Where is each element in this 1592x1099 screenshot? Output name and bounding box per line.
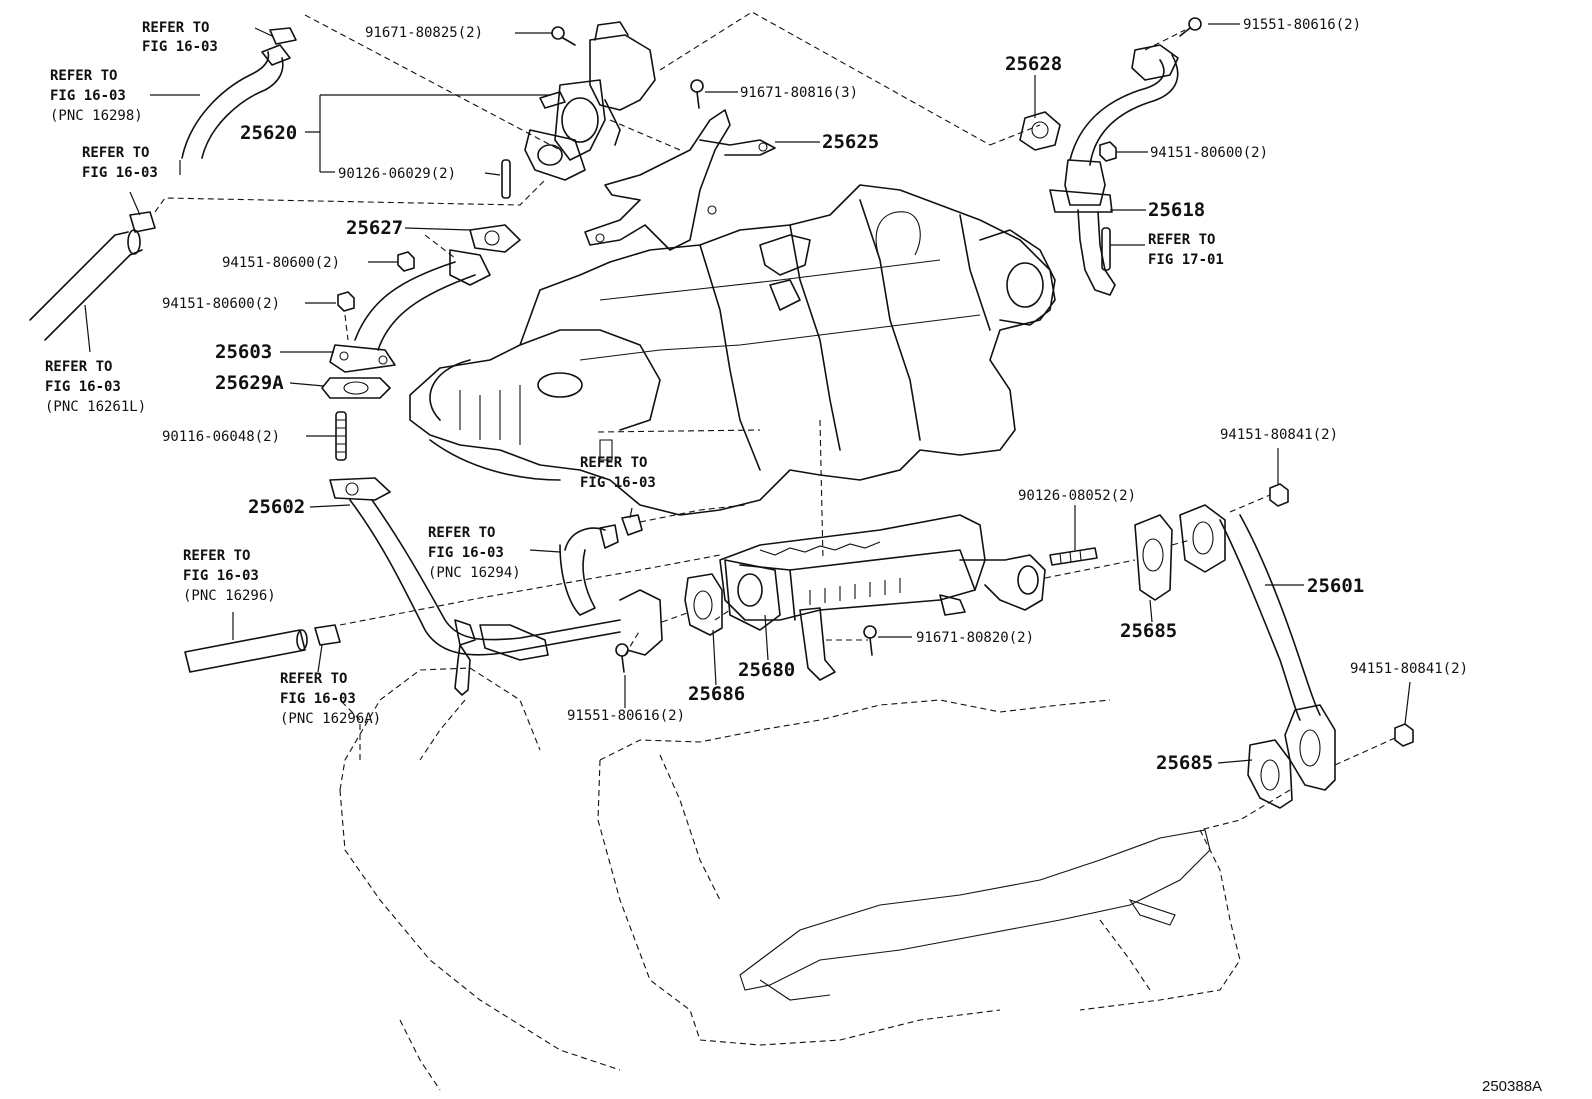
clamp-center — [621, 514, 643, 536]
callout-refer-to: REFER TO — [183, 548, 250, 564]
callout-fig: FIG 16-03 — [142, 39, 218, 55]
part-number: 94151-80600(2) — [222, 255, 340, 271]
egr-pipe-25601 — [1179, 504, 1336, 791]
part-ref: 25628 — [1005, 53, 1062, 75]
callout-refer-to: REFER TO — [280, 671, 347, 687]
part-number: 91551-80616(2) — [1243, 17, 1361, 33]
part-number: 94151-80600(2) — [1150, 145, 1268, 161]
stud-90116 — [335, 411, 347, 461]
bracket-25625 — [584, 109, 776, 251]
gasket-25629a — [321, 377, 391, 399]
callout-fig: FIG 16-03 — [45, 379, 121, 395]
engine-block — [339, 667, 1241, 1091]
callout-fig: FIG 17-01 — [1148, 252, 1224, 268]
callout-refer-to: REFER TO — [1148, 232, 1215, 248]
egr-cooler — [719, 514, 1046, 681]
hose-16294 — [559, 524, 619, 616]
gasket-25685-upper — [1134, 514, 1173, 601]
callout-fig: FIG 16-03 — [580, 475, 656, 491]
hoses-upper-left — [29, 27, 297, 341]
part-number: 91671-80825(2) — [365, 25, 483, 41]
leader-lines — [84, 23, 1411, 764]
part-number: 94151-80841(2) — [1220, 427, 1338, 443]
callout-pnc: (PNC 16261L) — [45, 399, 146, 415]
fasteners — [337, 17, 1414, 747]
egr-pipe-25603 — [329, 224, 521, 373]
part-ref: 25603 — [215, 341, 272, 363]
part-number: 90126-08052(2) — [1018, 488, 1136, 504]
callout-pnc: (PNC 16294) — [428, 565, 521, 581]
part-ref: 25685 — [1156, 752, 1213, 774]
callout-labels: REFER TO FIG 16-03 REFER TO FIG 16-03 (P… — [45, 17, 1542, 1095]
part-number: 90116-06048(2) — [162, 429, 280, 445]
callout-refer-to: REFER TO — [142, 20, 209, 36]
stud-90126-08052 — [1049, 547, 1098, 566]
egr-valve — [524, 21, 656, 181]
callout-pnc: (PNC 16296A) — [280, 711, 381, 727]
figure-id: 250388A — [1482, 1078, 1542, 1095]
gasket-25686 — [684, 573, 723, 636]
part-number: 90126-06029(2) — [338, 166, 456, 182]
callout-fig: FIG 16-03 — [82, 165, 158, 181]
part-ref: 25627 — [346, 217, 403, 239]
callout-refer-to: REFER TO — [45, 359, 112, 375]
part-ref: 25601 — [1307, 575, 1364, 597]
callout-pnc: (PNC 16296) — [183, 588, 276, 604]
gasket-25685-lower — [1247, 739, 1293, 809]
intake-manifold — [409, 184, 1056, 516]
reference-lines — [154, 11, 1396, 831]
part-ref: 25629A — [215, 372, 284, 394]
egr-pipe-upper-right — [1019, 44, 1179, 296]
hose-16296 — [184, 624, 341, 673]
part-number: 94151-80600(2) — [162, 296, 280, 312]
egr-pipe-25602 — [329, 477, 663, 696]
callout-fig: FIG 16-03 — [183, 568, 259, 584]
callout-refer-to: REFER TO — [82, 145, 149, 161]
part-ref: 25680 — [738, 659, 795, 681]
part-ref: 25602 — [248, 496, 305, 518]
part-number: 91551-80616(2) — [567, 708, 685, 724]
part-ref: 25685 — [1120, 620, 1177, 642]
part-number: 91671-80820(2) — [916, 630, 1034, 646]
part-ref: 25686 — [688, 683, 745, 705]
part-ref: 25625 — [822, 131, 879, 153]
part-number: 94151-80841(2) — [1350, 661, 1468, 677]
callout-refer-to: REFER TO — [580, 455, 647, 471]
callout-fig: FIG 16-03 — [280, 691, 356, 707]
callout-fig: FIG 16-03 — [50, 88, 126, 104]
callout-refer-to: REFER TO — [428, 525, 495, 541]
callout-refer-to: REFER TO — [50, 68, 117, 84]
callout-pnc: (PNC 16298) — [50, 108, 143, 124]
part-ref: 25620 — [240, 122, 297, 144]
part-number: 91671-80816(3) — [740, 85, 858, 101]
part-ref: 25618 — [1148, 199, 1205, 221]
callout-fig: FIG 16-03 — [428, 545, 504, 561]
